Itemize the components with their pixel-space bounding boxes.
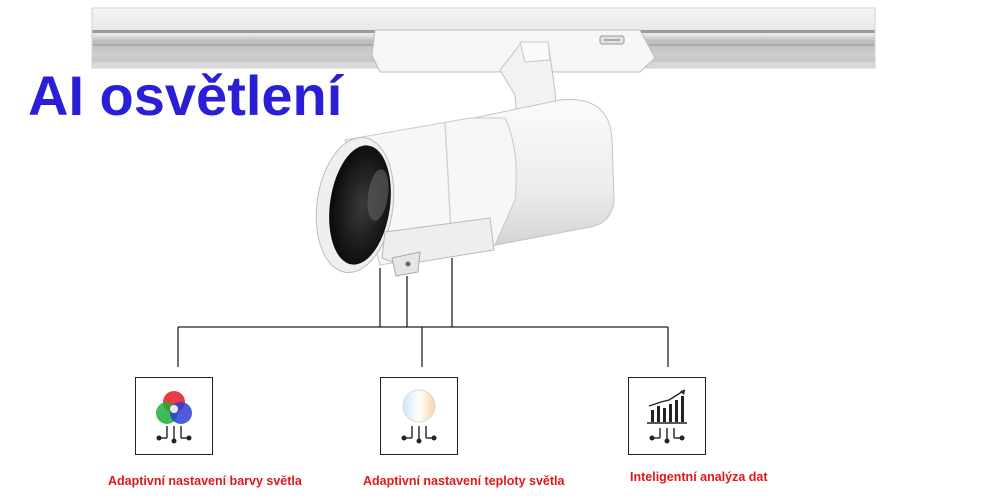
rail-adapter [371,29,656,73]
color-temperature-icon [401,389,437,444]
rgb-color-mix-icon [156,391,192,444]
data-analysis-chart-icon [647,389,687,444]
feature-color-box [135,377,213,455]
feature-temperature-box [380,377,458,455]
connector-lines [177,258,669,367]
feature-analysis-box [628,377,706,455]
page-title: AI osvětlení [28,64,343,127]
spotlight-housing [315,99,615,277]
feature-color-label: Adaptivní nastavení barvy světla [108,474,302,488]
feature-analysis-label: Inteligentní analýza dat [630,470,768,484]
feature-temperature-label: Adaptivní nastavení teploty světla [363,474,565,488]
